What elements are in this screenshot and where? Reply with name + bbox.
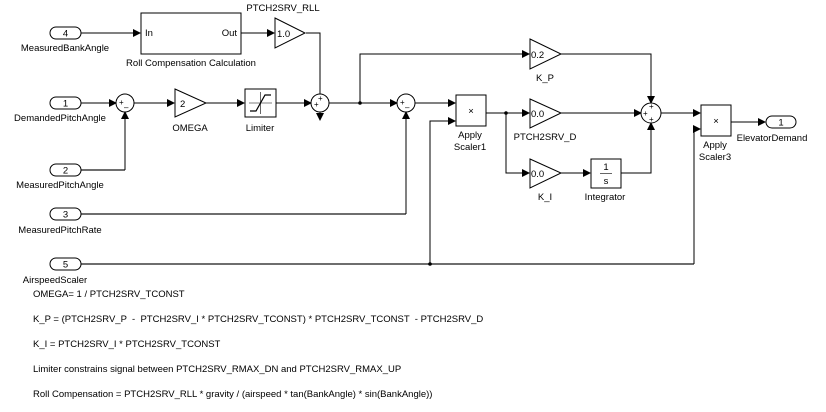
multiply-icon: × — [468, 106, 474, 117]
gain-label: PTCH2SRV_RLL — [246, 3, 319, 14]
gain-value: 0.0 — [531, 169, 544, 180]
product-label: Scaler3 — [699, 152, 731, 163]
gain-value: 2 — [180, 99, 185, 110]
sum-sign: – — [124, 103, 129, 112]
sum-sign: + — [649, 115, 654, 124]
inport-measured-bank-angle[interactable]: 4 MeasuredBankAngle — [21, 26, 109, 54]
outport-elevator-demand[interactable]: 1 ElevatorDemand — [737, 115, 808, 144]
gain-label: K_P — [536, 73, 554, 84]
inport-label: AirspeedScaler — [23, 275, 87, 286]
outport-label: ElevatorDemand — [737, 133, 808, 144]
signal-scaler-to-p3 — [693, 125, 701, 264]
sum-pitch-error[interactable]: + – — [115, 93, 135, 113]
gain-ki[interactable]: 0.0 K_I — [529, 158, 563, 203]
product-label: Scaler1 — [454, 142, 486, 153]
sum-sign: + — [649, 102, 654, 111]
gain-kp[interactable]: 0.2 K_P — [529, 38, 563, 84]
integrator-numerator: 1 — [603, 162, 608, 173]
annotation-omega: OMEGA= 1 / PTCH2SRV_TCONST — [33, 289, 185, 300]
sum-sign: + — [318, 94, 323, 103]
product-apply-scaler1[interactable]: × Apply Scaler1 — [454, 94, 487, 153]
annotation-limiter: Limiter constrains signal between PTCH2S… — [33, 364, 402, 375]
signal-scaler-to-p1 — [429, 117, 456, 264]
inport-measured-pitch-rate[interactable]: 3 MeasuredPitchRate — [18, 207, 102, 236]
saturation-icon — [250, 94, 271, 112]
annotation-roll-compensation: Roll Compensation = PTCH2SRV_RLL * gravi… — [33, 389, 433, 400]
integrator-denominator: s — [604, 176, 609, 187]
sum-sign: – — [405, 103, 410, 112]
limiter-label: Limiter — [246, 123, 275, 134]
inport-label: MeasuredBankAngle — [21, 43, 109, 54]
inport-number: 4 — [63, 29, 68, 40]
subsystem-out-label: Out — [222, 28, 238, 39]
product-label: Apply — [703, 140, 727, 151]
roll-compensation-subsystem[interactable]: In Out Roll Compensation Calculation — [126, 12, 256, 69]
signal-kp-out — [561, 53, 655, 104]
subsystem-in-label: In — [145, 28, 153, 39]
outport-number: 1 — [778, 118, 783, 129]
signal-integrator-out — [621, 122, 655, 174]
sum-sign: + — [643, 109, 648, 118]
annotation-kp: K_P = (PTCH2SRV_P - PTCH2SRV_I * PTCH2SR… — [33, 314, 484, 325]
branch-point — [358, 101, 362, 105]
signal-rll-out — [306, 32, 324, 121]
branch-point — [504, 111, 508, 115]
gain-value: 0.2 — [531, 50, 544, 61]
inport-label: MeasuredPitchRate — [18, 225, 101, 236]
sum-rate-demand[interactable]: + + — [310, 93, 330, 113]
sum-sign: + — [400, 98, 405, 107]
gain-value: 1.0 — [277, 29, 290, 40]
gain-value: 0.0 — [531, 109, 544, 120]
gain-label: PTCH2SRV_D — [514, 132, 577, 143]
integrator-label: Integrator — [585, 192, 626, 203]
integrator-block[interactable]: 1 s Integrator — [585, 158, 626, 203]
gain-label: K_I — [538, 192, 552, 203]
sum-pid[interactable]: + + + — [640, 102, 662, 124]
sum-rate-error[interactable]: + – — [396, 93, 416, 113]
multiply-icon: × — [713, 116, 719, 127]
inport-measured-pitch-angle[interactable]: 2 MeasuredPitchAngle — [16, 163, 104, 191]
inport-number: 5 — [63, 260, 68, 271]
subsystem-label: Roll Compensation Calculation — [126, 58, 256, 69]
product-apply-scaler3[interactable]: × Apply Scaler3 — [699, 104, 732, 163]
inport-number: 3 — [63, 210, 68, 221]
gain-ptch2srv-d[interactable]: 0.0 PTCH2SRV_D — [514, 98, 577, 143]
annotation-ki: K_I = PTCH2SRV_I * PTCH2SRV_TCONST — [33, 339, 221, 350]
inport-number: 2 — [63, 166, 68, 177]
inport-demanded-pitch-angle[interactable]: 1 DemandedPitchAngle — [14, 96, 106, 124]
gain-ptch2srv-rll[interactable]: PTCH2SRV_RLL 1.0 — [246, 3, 320, 49]
signal-to-ki — [505, 113, 530, 177]
limiter-block[interactable]: Limiter — [244, 88, 277, 134]
branch-point — [428, 262, 432, 266]
inport-label: DemandedPitchAngle — [14, 113, 106, 124]
inport-label: MeasuredPitchAngle — [16, 180, 104, 191]
gain-label: OMEGA — [172, 123, 208, 134]
product-label: Apply — [458, 130, 482, 141]
sum-sign: + — [119, 98, 124, 107]
inport-airspeed-scaler[interactable]: 5 AirspeedScaler — [23, 257, 87, 286]
sum-sign: + — [314, 100, 319, 109]
signal-to-kp — [359, 50, 530, 103]
gain-omega[interactable]: 2 OMEGA — [172, 88, 208, 134]
inport-number: 1 — [63, 99, 68, 110]
